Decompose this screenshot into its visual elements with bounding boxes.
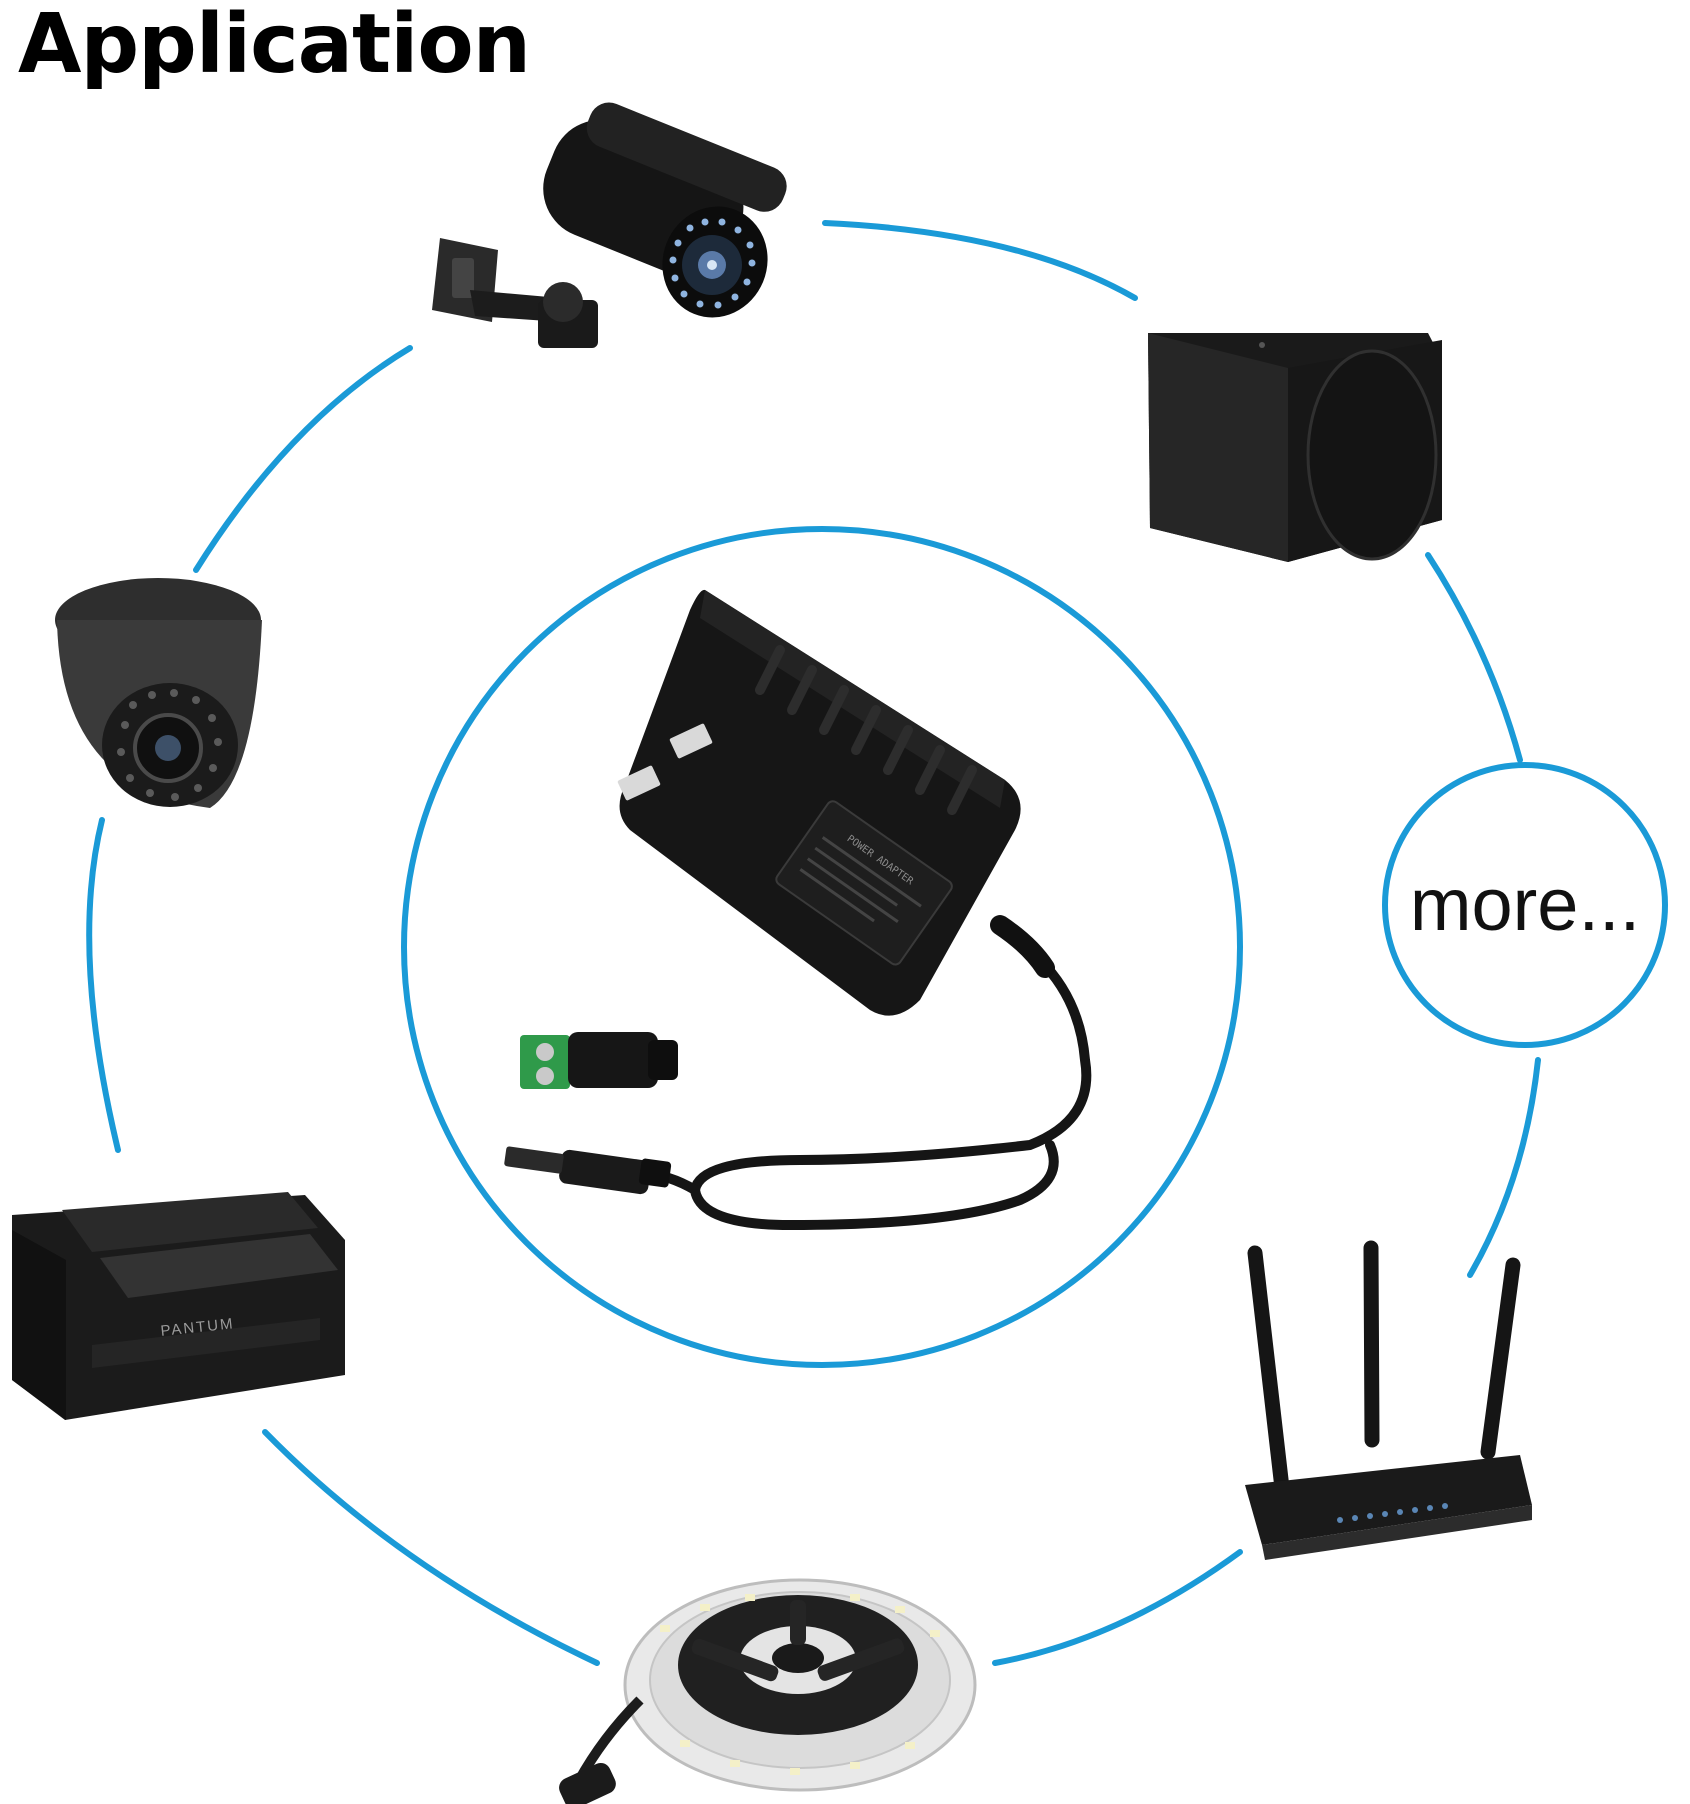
power-adapter-icon: POWER ADAPTER (504, 589, 1092, 1231)
center-circle (401, 526, 1243, 1368)
arc-printer-dome (86, 817, 121, 1153)
more-label: more... (1410, 863, 1640, 946)
more-bubble: more... (1382, 762, 1668, 1048)
speaker-box-icon (1148, 333, 1442, 562)
arc-reel-printer (262, 1429, 600, 1666)
arc-dome-camera (193, 345, 413, 573)
arc-router-reel (992, 1549, 1243, 1666)
connector-arcs (86, 220, 1541, 1666)
printer-icon: PANTUM (12, 1192, 345, 1420)
arc-speaker-more (1425, 552, 1523, 763)
wifi-router-icon (1245, 1240, 1532, 1560)
bullet-camera-icon (432, 102, 787, 348)
arc-camera-speaker (822, 220, 1138, 301)
dome-camera-icon (55, 578, 262, 808)
led-strip-reel-icon (559, 1578, 977, 1804)
arc-more-router (1467, 1057, 1541, 1278)
page-title: Application (18, 0, 531, 92)
